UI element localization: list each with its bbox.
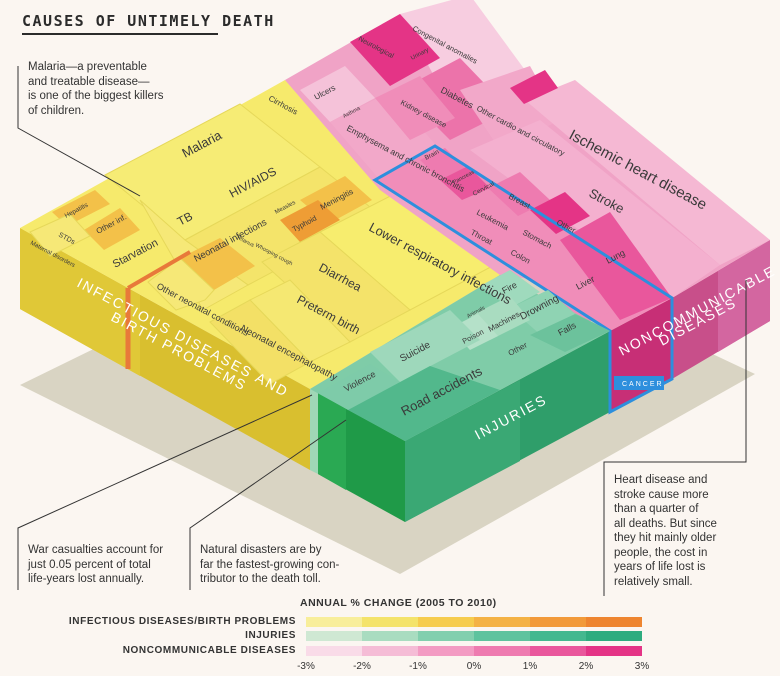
legend-row-infectious: INFECTIOUS DISEASES/BIRTH PROBLEMS <box>68 616 296 627</box>
cell-stds <box>29 213 91 257</box>
legend-swatch <box>530 617 586 627</box>
legend-tick: 0% <box>466 661 482 672</box>
cell-violence <box>318 364 400 410</box>
cell-road <box>348 366 500 441</box>
cell-breast <box>488 172 550 216</box>
right-face-injuries-light <box>405 380 520 522</box>
legend-swatch <box>306 631 362 641</box>
left-face-war-strip <box>310 389 318 474</box>
legend-swatch <box>418 631 474 641</box>
cell-kidney <box>375 76 455 140</box>
legend-swatch <box>362 631 418 641</box>
chart-title: CAUSES OF UNTIMELY DEATH <box>22 12 275 30</box>
legend-tick: -1% <box>409 661 427 672</box>
title-underline <box>22 33 218 35</box>
cell-neonatal-enc <box>209 299 311 385</box>
legend-swatch <box>418 646 474 656</box>
legend-swatch <box>530 646 586 656</box>
legend-swatch <box>418 617 474 627</box>
legend-swatch <box>474 617 530 627</box>
legend-scale-injuries <box>306 631 642 641</box>
legend-title: ANNUAL % CHANGE (2005 TO 2010) <box>300 597 497 609</box>
legend-tick: -2% <box>353 661 371 672</box>
cell-neonatal-inf <box>180 238 255 290</box>
cell-lung <box>560 212 672 320</box>
note-heart: Heart disease and stroke cause more than… <box>614 474 717 588</box>
legend-swatch <box>474 646 530 656</box>
legend-swatch <box>586 646 642 656</box>
cell-ischemic <box>525 80 770 265</box>
legend-tick: -3% <box>297 661 315 672</box>
cell-pancreas <box>440 166 490 200</box>
leader-heart <box>603 280 747 596</box>
legend-row-noncomm: NONCOMMUNICABLE DISEASES <box>122 645 296 656</box>
cell-liver <box>530 248 610 326</box>
cell-neurological <box>350 14 440 86</box>
cell-falls <box>530 314 610 352</box>
leader-malaria <box>17 66 141 197</box>
label-tb: TB <box>175 209 195 229</box>
cell-fire <box>480 270 540 308</box>
right-face-noncomm-light <box>718 240 770 352</box>
cancer-tag <box>614 376 664 390</box>
legend-swatch <box>530 631 586 641</box>
cell-other-inf <box>84 208 140 250</box>
legend-tick: 1% <box>522 661 538 672</box>
leader-disasters <box>189 419 347 590</box>
top-orange-stripe <box>126 250 192 290</box>
cell-stroke <box>470 120 720 298</box>
note-malaria: Malaria—a preventable and treatable dise… <box>28 61 164 117</box>
legend-scale-noncomm <box>306 646 642 656</box>
left-face-disasters-shade <box>318 393 346 490</box>
left-face-infectious-lighter <box>20 228 140 376</box>
cell-typhoid <box>280 200 340 242</box>
legend-scale-infectious <box>306 617 642 627</box>
legend-tick: 2% <box>578 661 594 672</box>
legend-swatch <box>474 631 530 641</box>
legend-swatch <box>586 617 642 627</box>
cell-ulcers <box>300 66 375 122</box>
caption-cancer: CANCER <box>622 381 664 388</box>
cell-other-cancer <box>530 192 590 234</box>
cell-suicide <box>370 310 480 382</box>
legend-swatch <box>306 617 362 627</box>
legend-tick: 3% <box>634 661 650 672</box>
legend-swatch <box>362 617 418 627</box>
legend-swatch <box>362 646 418 656</box>
legend-row-injuries: INJURIES <box>245 630 296 641</box>
leader-war <box>17 394 313 590</box>
legend-swatch <box>306 646 362 656</box>
legend-swatch <box>586 631 642 641</box>
cell-red-block <box>510 70 558 104</box>
cell-brain <box>420 148 465 180</box>
note-disasters: Natural disasters are by far the fastest… <box>200 544 340 585</box>
note-war: War casualties account for just 0.05 per… <box>28 544 164 585</box>
